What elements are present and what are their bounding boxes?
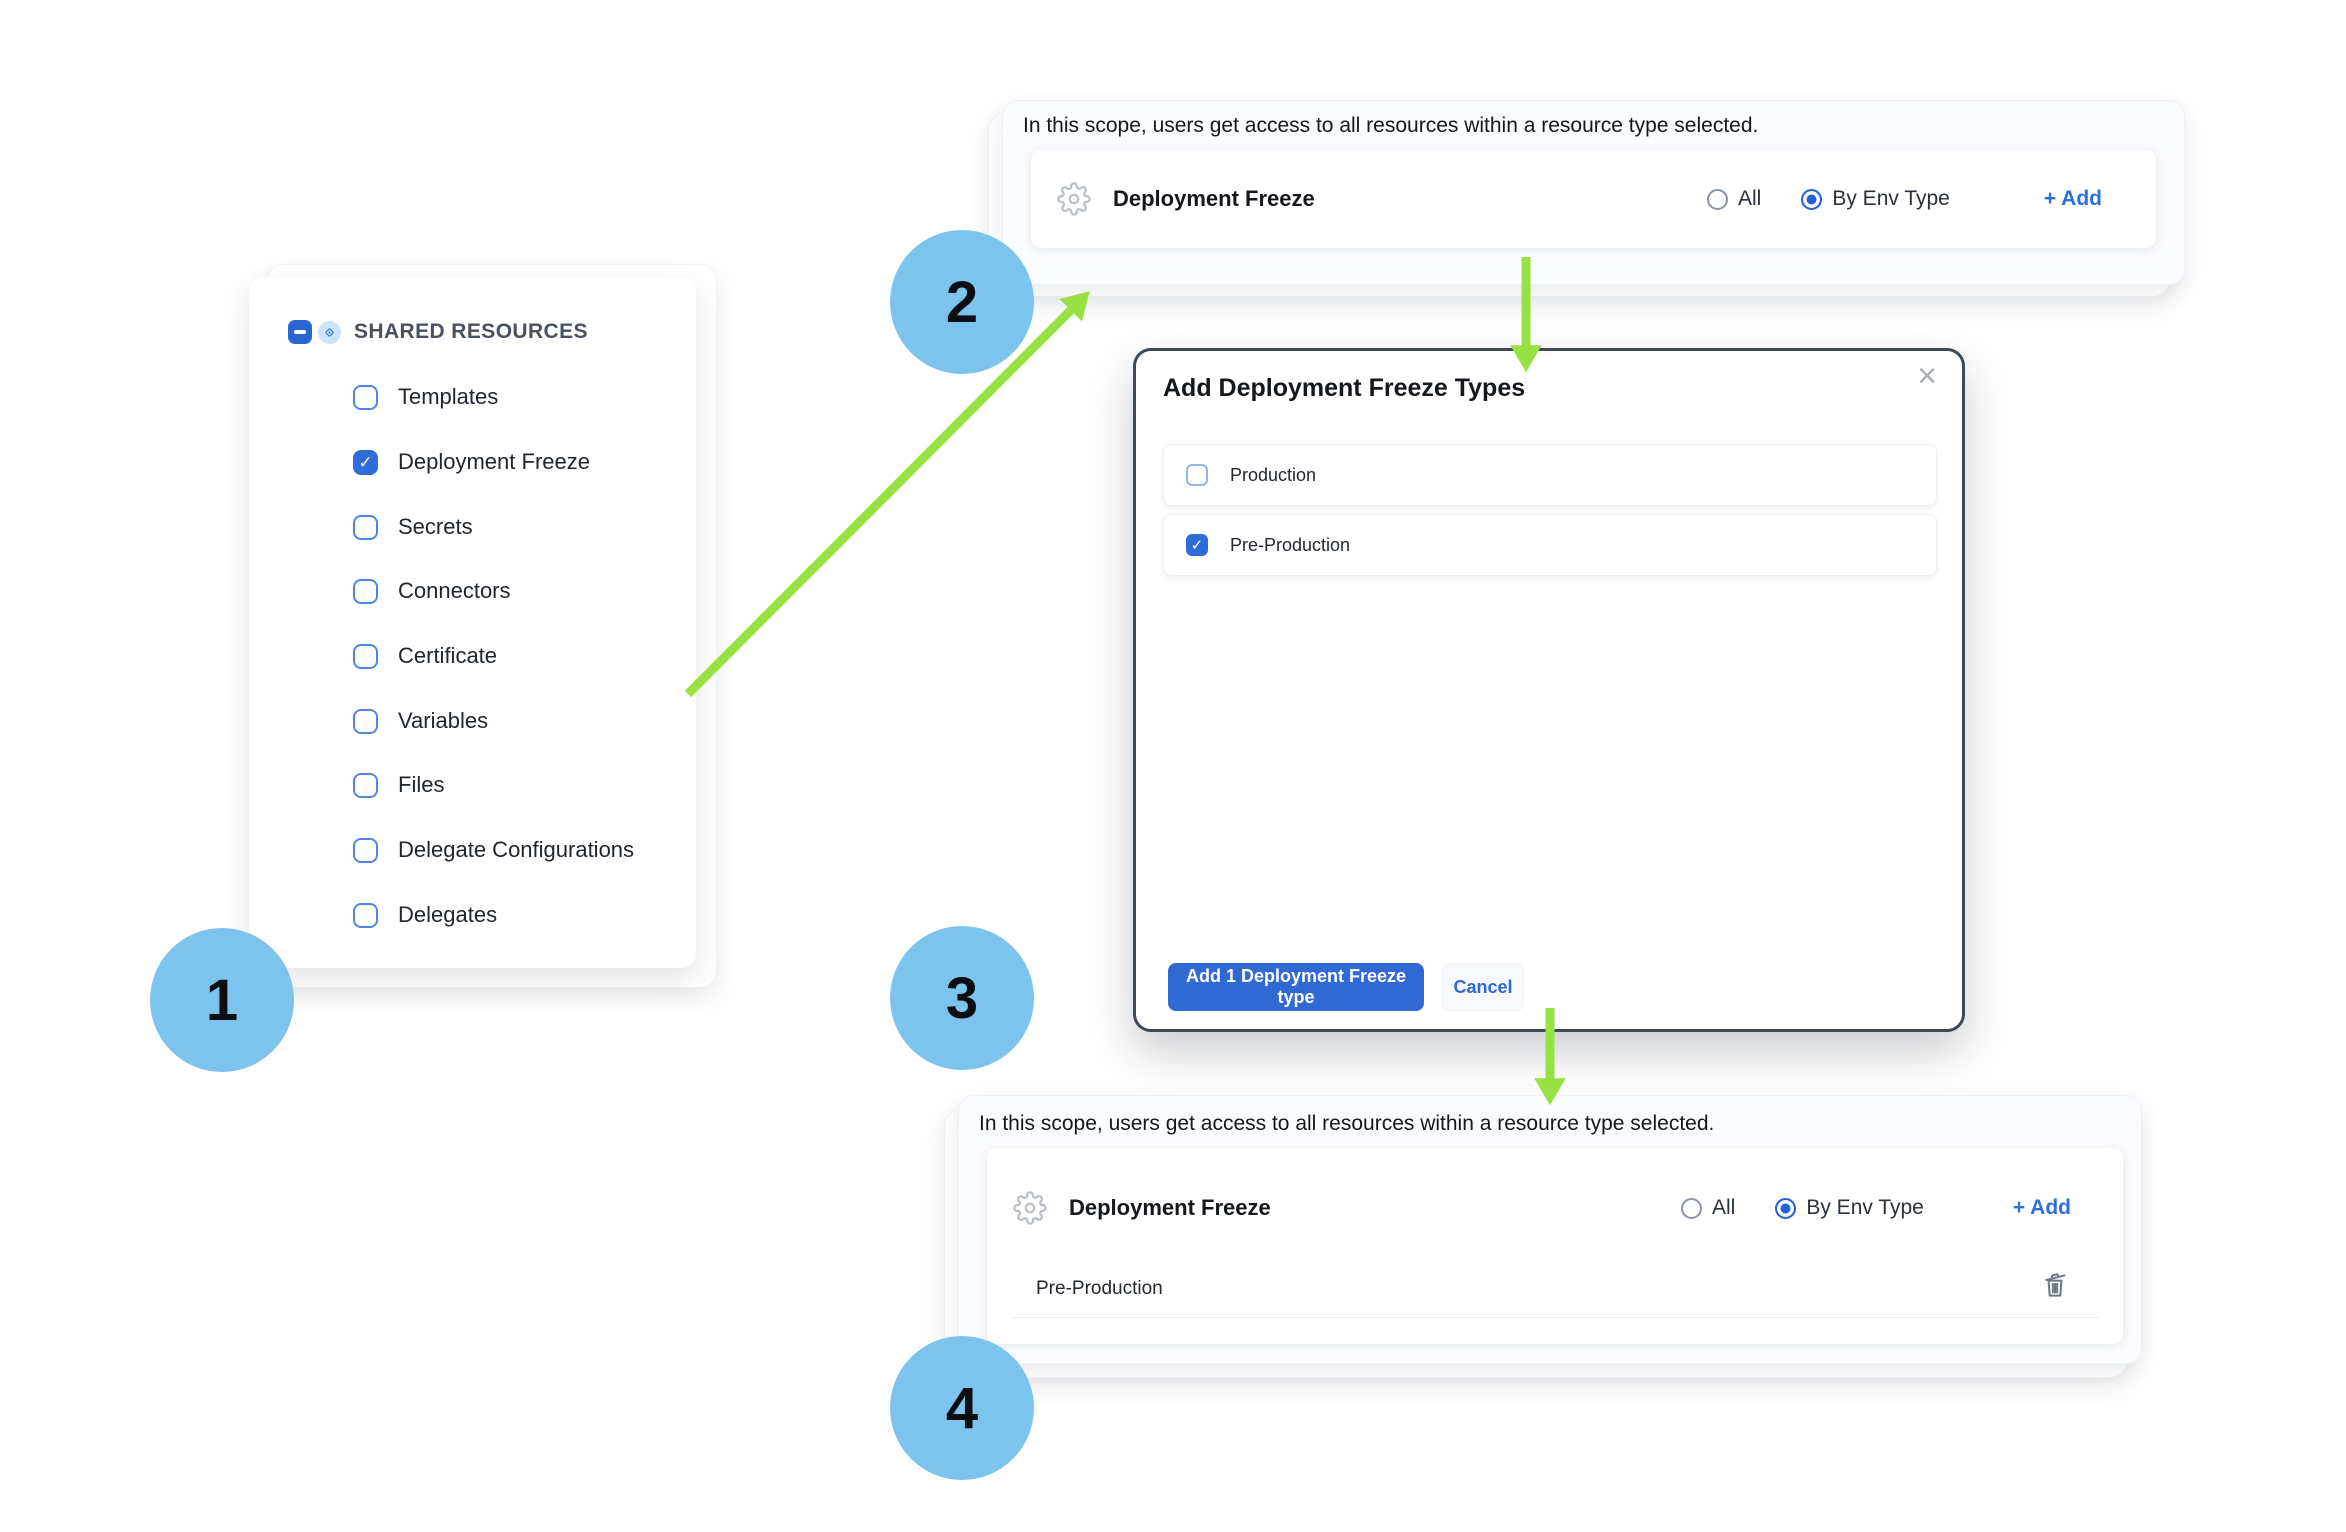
option-row-production[interactable]: Production xyxy=(1163,444,1937,506)
checkbox-pre-production[interactable] xyxy=(1186,534,1208,556)
checkbox-label: Secrets xyxy=(398,514,473,539)
checkbox-label: Connectors xyxy=(398,578,511,603)
checkbox-label: Delegate Configurations xyxy=(398,837,635,862)
resource-type-label: Deployment Freeze xyxy=(1113,186,1315,211)
step-badge-4: 4 xyxy=(890,1336,1034,1480)
radio-option-by-env-type[interactable]: By Env Type xyxy=(1801,187,1950,211)
step-number: 2 xyxy=(945,269,979,335)
checkbox-connectors[interactable] xyxy=(353,578,378,604)
shared-resources-icon xyxy=(318,320,341,344)
scope-panel-top: In this scope, users get access to all r… xyxy=(1002,100,2185,285)
checkbox-certificate[interactable] xyxy=(353,643,378,669)
option-row-pre-production[interactable]: Pre-Production xyxy=(1163,514,1937,576)
checkbox-delegate-configurations[interactable] xyxy=(353,837,378,863)
radio-option-all[interactable]: All xyxy=(1681,1196,1735,1220)
checkbox-label: Templates xyxy=(398,384,499,409)
close-icon[interactable]: × xyxy=(1917,357,1937,395)
checkbox-label: Files xyxy=(398,772,445,797)
radio-option-by-env-type[interactable]: By Env Type xyxy=(1775,1196,1924,1220)
step-number: 1 xyxy=(205,967,239,1033)
gear-icon xyxy=(1013,1191,1047,1225)
scope-description: In this scope, users get access to all r… xyxy=(1023,114,1759,137)
add-deployment-freeze-types-modal: Add Deployment Freeze Types × Production… xyxy=(1133,348,1965,1032)
step-number: 4 xyxy=(945,1375,979,1441)
list-item-secrets: Secrets xyxy=(353,514,473,540)
option-label: Production xyxy=(1230,464,1317,485)
arrow-step1-to-step2 xyxy=(684,291,1090,698)
add-deployment-freeze-type-button[interactable]: Add 1 Deployment Freeze type xyxy=(1168,963,1424,1011)
env-type-row-label: Pre-Production xyxy=(1036,1278,1163,1299)
row-divider xyxy=(1011,1317,2099,1318)
resource-type-cell: Deployment Freeze xyxy=(1013,1191,1271,1225)
list-item-variables: Variables xyxy=(353,708,488,734)
resource-type-row: Deployment Freeze All By Env Type + Add xyxy=(1031,150,2156,248)
checkbox-delegates[interactable] xyxy=(353,902,378,928)
list-item-delegates: Delegates xyxy=(353,902,497,928)
option-label: Pre-Production xyxy=(1230,534,1351,555)
shared-resources-header: SHARED RESOURCES xyxy=(288,320,588,344)
list-item-deployment-freeze: Deployment Freeze xyxy=(353,449,590,475)
scope-description: In this scope, users get access to all r… xyxy=(979,1112,1715,1135)
step-number: 3 xyxy=(945,965,979,1031)
scope-panel-bottom: In this scope, users get access to all r… xyxy=(958,1095,2142,1364)
resource-type-row-with-env: Deployment Freeze All By Env Type + Add … xyxy=(987,1148,2123,1344)
radio-all-icon[interactable] xyxy=(1707,188,1728,210)
shared-resources-title: SHARED RESOURCES xyxy=(354,320,588,343)
checkbox-label: Variables xyxy=(398,708,489,733)
shared-resources-panel: SHARED RESOURCES Templates Deployment Fr… xyxy=(249,277,696,968)
list-item-connectors: Connectors xyxy=(353,578,511,604)
list-item-templates: Templates xyxy=(353,384,498,410)
resource-type-cell: Deployment Freeze xyxy=(1057,182,1315,216)
radio-by-env-type-icon[interactable] xyxy=(1801,188,1823,210)
radio-by-env-type-icon[interactable] xyxy=(1775,1197,1797,1219)
indeterminate-checkbox[interactable] xyxy=(288,320,312,344)
add-link[interactable]: + Add xyxy=(2012,1196,2071,1219)
add-link[interactable]: + Add xyxy=(2043,187,2102,210)
list-item-certificate: Certificate xyxy=(353,643,497,669)
radio-option-all[interactable]: All xyxy=(1707,187,1761,211)
list-item-delegate-configurations: Delegate Configurations xyxy=(353,837,634,863)
cancel-button[interactable]: Cancel xyxy=(1442,963,1524,1011)
checkbox-secrets[interactable] xyxy=(353,514,378,540)
checkbox-label: Deployment Freeze xyxy=(398,449,590,474)
list-item-files: Files xyxy=(353,772,444,798)
checkbox-production[interactable] xyxy=(1186,464,1208,486)
gear-icon xyxy=(1057,182,1091,216)
access-mode-radio-group: All By Env Type xyxy=(1681,1196,1924,1220)
trash-icon[interactable] xyxy=(2040,1270,2070,1300)
checkbox-label: Certificate xyxy=(398,643,498,668)
radio-all-icon[interactable] xyxy=(1681,1197,1702,1219)
checkbox-files[interactable] xyxy=(353,772,378,798)
access-mode-radio-group: All By Env Type xyxy=(1707,187,1950,211)
resource-type-label: Deployment Freeze xyxy=(1069,1195,1271,1220)
checkbox-variables[interactable] xyxy=(353,708,378,734)
modal-title: Add Deployment Freeze Types xyxy=(1163,374,1526,402)
step-badge-3: 3 xyxy=(890,926,1034,1070)
checkbox-deployment-freeze[interactable] xyxy=(353,449,378,475)
step-badge-1: 1 xyxy=(150,928,294,1072)
checkbox-label: Delegates xyxy=(398,902,498,927)
step-badge-2: 2 xyxy=(890,230,1034,374)
checkbox-templates[interactable] xyxy=(353,384,378,410)
